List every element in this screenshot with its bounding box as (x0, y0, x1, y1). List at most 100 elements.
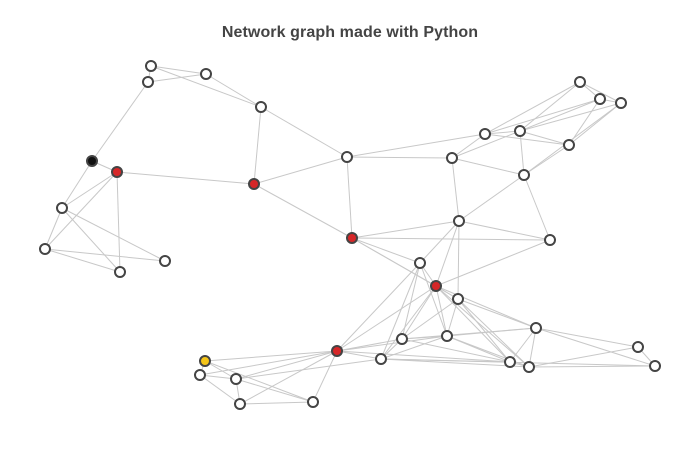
graph-edge-22-24 (435, 239, 551, 287)
graph-edge-15-17 (519, 102, 622, 132)
graph-edge-5-8 (116, 171, 121, 273)
graph-edge-0-1 (150, 65, 207, 75)
graph-edge-0-3 (150, 65, 262, 108)
graph-edge-26-29 (336, 338, 403, 352)
graph-edge-17-18 (519, 130, 570, 146)
graph-node-17[interactable] (514, 125, 526, 137)
graph-node-5[interactable] (111, 166, 123, 178)
graph-edge-12-21 (351, 220, 460, 239)
graph-node-34[interactable] (649, 360, 661, 372)
graph-edge-16-18 (484, 133, 570, 146)
graph-edge-32-33 (528, 346, 639, 368)
graph-node-36[interactable] (194, 369, 206, 381)
graph-node-25[interactable] (452, 293, 464, 305)
graph-node-7[interactable] (39, 243, 51, 255)
graph-node-31[interactable] (504, 356, 516, 368)
chart-title: Network graph made with Python (221, 24, 479, 41)
graph-edge-24-26 (401, 285, 437, 340)
graph-node-12[interactable] (346, 232, 358, 244)
graph-node-18[interactable] (563, 139, 575, 151)
graph-node-23[interactable] (414, 257, 426, 269)
graph-edge-21-23 (419, 220, 460, 264)
graph-edge-29-37 (235, 350, 338, 380)
graph-edge-29-35 (204, 350, 338, 362)
graph-node-9[interactable] (159, 255, 171, 267)
graph-edge-30-37 (235, 358, 382, 380)
graph-edge-27-28 (446, 327, 537, 337)
graph-node-1[interactable] (200, 68, 212, 80)
graph-edge-13-16 (484, 81, 581, 135)
graph-edge-7-9 (44, 248, 166, 262)
graph-edge-17-19 (451, 130, 521, 159)
graph-edge-2-4 (91, 81, 149, 162)
graph-node-0[interactable] (145, 60, 157, 72)
graph-node-39[interactable] (307, 396, 319, 408)
graph-node-29[interactable] (331, 345, 343, 357)
graph-edge-21-25 (457, 220, 460, 300)
graph-edge-24-29 (336, 285, 437, 352)
graph-edge-35-39 (204, 360, 314, 403)
graph-node-37[interactable] (230, 373, 242, 385)
graph-node-38[interactable] (234, 398, 246, 410)
graph-edge-21-22 (458, 220, 551, 241)
graph-edge-25-27 (446, 298, 459, 337)
graph-edge-26-31 (401, 338, 511, 363)
graph-edge-7-8 (44, 248, 121, 273)
graph-edge-5-10 (116, 171, 255, 185)
graph-edge-30-32 (380, 358, 530, 368)
graph-edge-14-17 (519, 98, 601, 132)
graph-edge-30-34 (380, 358, 656, 367)
graph-edge-11-16 (346, 133, 486, 158)
graph-node-32[interactable] (523, 361, 535, 373)
graph-node-2[interactable] (142, 76, 154, 88)
graph-edge-20-21 (458, 174, 525, 222)
graph-node-11[interactable] (341, 151, 353, 163)
graph-edge-25-26 (401, 298, 459, 340)
graph-edge-29-36 (199, 350, 338, 376)
graph-node-6[interactable] (56, 202, 68, 214)
graph-edge-18-20 (523, 144, 570, 176)
graph-edge-16-19 (451, 133, 486, 159)
graph-node-30[interactable] (375, 353, 387, 365)
graph-edge-28-33 (535, 327, 639, 348)
graph-node-16[interactable] (479, 128, 491, 140)
graph-node-19[interactable] (446, 152, 458, 164)
graph-edge-3-11 (260, 106, 348, 158)
graph-edge-25-32 (457, 298, 530, 368)
edges-layer (44, 65, 656, 405)
graph-node-21[interactable] (453, 215, 465, 227)
graph-node-20[interactable] (518, 169, 530, 181)
graph-node-33[interactable] (632, 341, 644, 353)
graph-edge-12-23 (351, 237, 421, 264)
graph-edge-6-9 (61, 207, 166, 262)
graph-edge-13-15 (579, 81, 622, 104)
graph-edge-23-30 (380, 262, 421, 360)
graph-edge-27-29 (336, 335, 448, 352)
graph-edge-13-17 (519, 81, 581, 132)
graph-edge-6-8 (61, 207, 121, 273)
graph-node-27[interactable] (441, 330, 453, 342)
graph-node-3[interactable] (255, 101, 267, 113)
graph-edge-32-34 (528, 365, 656, 368)
graph-edge-24-32 (435, 285, 530, 368)
graph-edge-29-39 (312, 350, 338, 403)
graph-node-14[interactable] (594, 93, 606, 105)
graph-edge-15-20 (523, 102, 622, 176)
graph-node-15[interactable] (615, 97, 627, 109)
graph-edge-28-32 (528, 327, 537, 368)
graph-node-8[interactable] (114, 266, 126, 278)
graph-node-10[interactable] (248, 178, 260, 190)
graph-node-35[interactable] (199, 355, 211, 367)
graph-node-4[interactable] (86, 155, 98, 167)
graph-edge-14-16 (484, 98, 601, 135)
graph-edge-20-22 (523, 174, 551, 241)
nodes-layer (39, 60, 661, 410)
graph-node-13[interactable] (574, 76, 586, 88)
graph-node-28[interactable] (530, 322, 542, 334)
graph-edge-3-10 (253, 106, 262, 185)
graph-node-26[interactable] (396, 333, 408, 345)
graph-node-22[interactable] (544, 234, 556, 246)
graph-edge-25-31 (457, 298, 511, 363)
graph-node-24[interactable] (430, 280, 442, 292)
